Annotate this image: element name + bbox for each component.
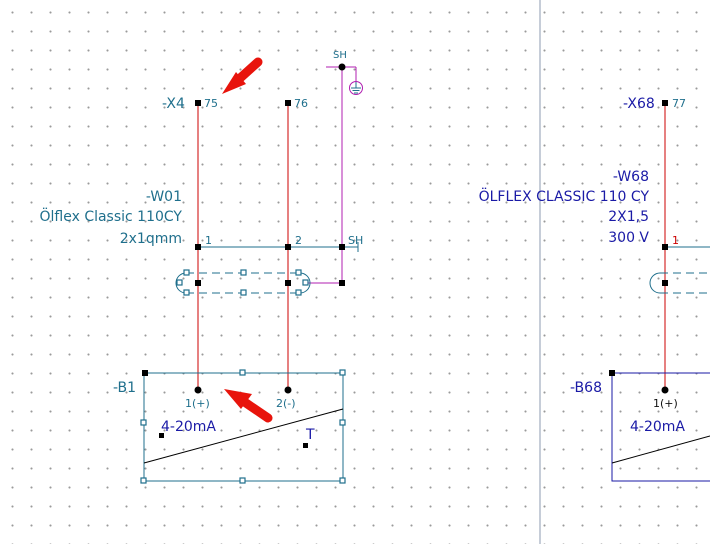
core-number-1-w68: 1 [672,234,679,247]
pin-minus-label: 2(-) [276,397,296,410]
pin-plus-label-b68: 1(+) [653,397,678,410]
right-circuit[interactable] [609,100,710,482]
cable-type-label: Ölflex Classic 110CY [39,209,182,225]
sensor-diagonal-b68 [611,435,710,464]
cable-cross-section-label-w68: 2X1,5 [608,209,649,225]
left-circuit[interactable] [140,63,363,484]
signal-label-b68: 4-20mA [630,419,685,435]
cable-voltage-label-w68: 300 V [608,230,649,246]
connection-nodes-left [194,63,346,394]
terminal-number-75[interactable]: 75 [204,97,218,110]
cable-tag-label[interactable]: -W01 [145,189,182,205]
device-tag-label[interactable]: -B1 [113,380,137,396]
sensor-diagonal [143,408,344,464]
cable-type-label-w68: ÖLFLEX CLASSIC 110 CY [478,189,649,205]
device-tag-label-b68[interactable]: -B68 [570,380,602,396]
device-b1[interactable] [140,369,346,484]
terminal-number-77[interactable]: 77 [672,97,686,110]
terminal-strip-label-x68[interactable]: -X68 [623,96,655,112]
signal-label: 4-20mA [161,419,216,435]
ground-icon [349,81,363,95]
core-number-1: 1 [205,234,212,247]
pin-plus-label: 1(+) [185,397,210,410]
core-number-2: 2 [295,234,302,247]
terminal-strip-label[interactable]: -X4 [162,96,185,112]
shield-label-top: SH [333,50,347,61]
sensor-letter-label: T [306,427,315,443]
cable-tag-label-w68[interactable]: -W68 [612,169,649,185]
cable-shield-bundle-w68[interactable] [649,272,710,294]
cable-cross-section-label: 2x1qmm [119,231,182,247]
annotation-arrow-icon [224,389,273,423]
device-b68[interactable] [609,370,710,482]
cable-shield-bundle[interactable] [175,269,311,296]
annotation-arrow-icon [222,57,263,94]
connection-nodes-right [661,100,669,394]
core-shield-label: SH [348,234,364,247]
terminal-number-76[interactable]: 76 [294,97,308,110]
